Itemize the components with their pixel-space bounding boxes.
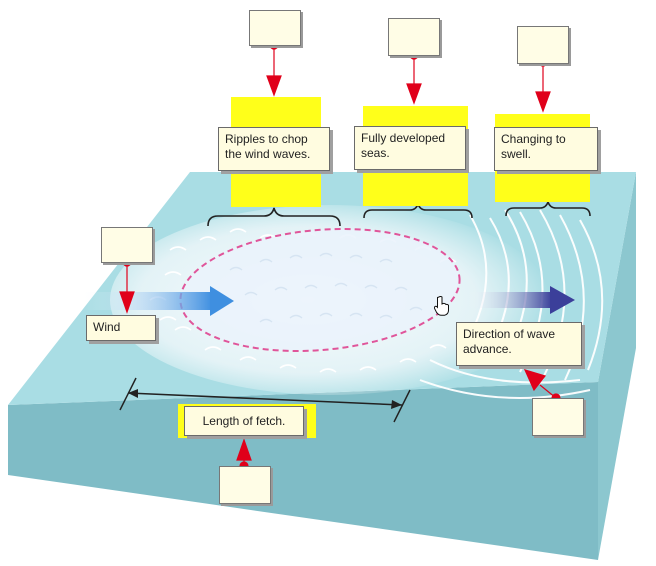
fetch-line: [119, 377, 411, 423]
wind-label[interactable]: Wind: [86, 315, 156, 341]
hand-pointer-icon: [434, 296, 449, 316]
changing-answer-slot[interactable]: [517, 26, 569, 64]
wind-answer-slot[interactable]: [101, 227, 153, 263]
fully-developed-label[interactable]: Fully developed seas.: [354, 126, 466, 170]
advance-arrow: [468, 286, 575, 314]
fully-developed-answer-slot[interactable]: [388, 18, 440, 56]
sea-side: [598, 172, 636, 560]
changing-label[interactable]: Changing to swell.: [494, 127, 598, 171]
fetch-answer-slot[interactable]: [219, 466, 271, 504]
fetch-ellipse: [179, 227, 461, 353]
wind-arrow: [80, 286, 234, 316]
ripples-answer-slot[interactable]: [249, 10, 301, 46]
sea-front: [8, 382, 598, 560]
direction-answer-slot[interactable]: [532, 398, 584, 436]
ripples-label[interactable]: Ripples to chop the wind waves.: [218, 127, 330, 171]
direction-label[interactable]: Direction of wave advance.: [456, 322, 582, 366]
fetch-label[interactable]: Length of fetch.: [184, 406, 304, 436]
